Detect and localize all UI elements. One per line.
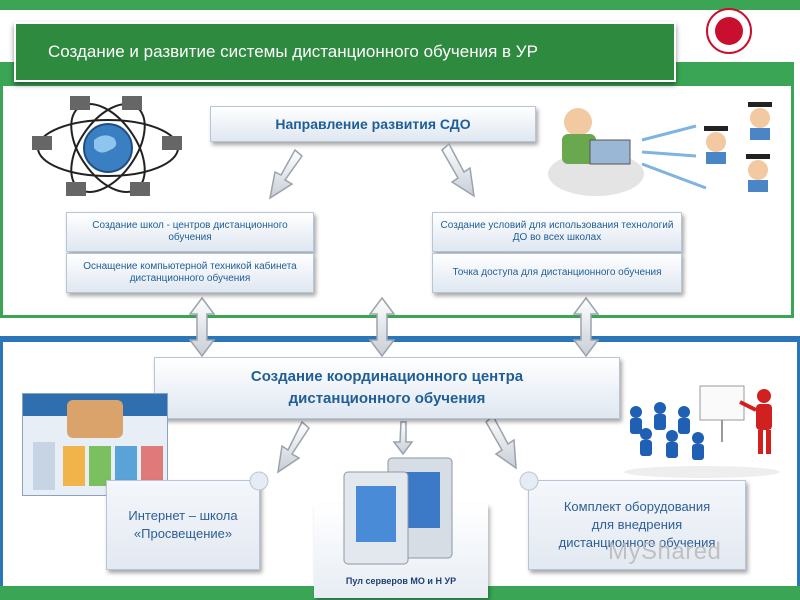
right-box-2-text: Точка доступа для дистанционного обучени… bbox=[452, 267, 662, 278]
left-box-1-text: Создание школ - центров дистанционного о… bbox=[92, 220, 288, 243]
top-green-strip bbox=[0, 0, 800, 10]
globe-network-icon bbox=[32, 96, 182, 196]
lower-blue-frame bbox=[0, 336, 800, 600]
distance-learning-illustration bbox=[548, 102, 772, 196]
watermark: MyShared bbox=[608, 538, 722, 565]
coordination-center-line-1: Создание координационного центра bbox=[250, 368, 524, 385]
equipment-kit-line-3: дистанционного обучения bbox=[558, 535, 716, 551]
left-box-2: Оснащение компьютерной техникой кабинета… bbox=[66, 253, 314, 293]
internet-school-box: Интернет – школа «Просвещение» bbox=[106, 480, 260, 570]
left-box-1: Создание школ - центров дистанционного о… bbox=[66, 212, 314, 252]
slide-title: Создание и развитие системы дистанционно… bbox=[48, 42, 538, 61]
server-towers-icon bbox=[343, 457, 453, 565]
equipment-kit-line-1: Комплект оборудования bbox=[563, 498, 711, 514]
connector-dot-left bbox=[249, 471, 269, 491]
connector-dot-right bbox=[519, 471, 539, 491]
coat-of-arms-icon bbox=[706, 8, 752, 54]
left-box-2-text: Оснащение компьютерной техникой кабинета… bbox=[83, 261, 297, 284]
right-box-1: Создание условий для использования техно… bbox=[432, 212, 682, 252]
development-direction-label: Направление развития СДО bbox=[275, 115, 471, 132]
development-direction-box: Направление развития СДО bbox=[210, 106, 536, 142]
slide-title-box: Создание и развитие системы дистанционно… bbox=[14, 22, 676, 82]
coordination-center-box: Создание координационного центра дистанц… bbox=[154, 357, 620, 419]
equipment-kit-box: Комплект оборудования для внедрения дист… bbox=[528, 480, 746, 570]
coordination-center-line-2: дистанционного обучения bbox=[288, 390, 486, 407]
internet-school-line-1: Интернет – школа bbox=[128, 507, 238, 523]
classroom-presentation-illustration bbox=[624, 385, 780, 478]
equipment-kit-line-2: для внедрения bbox=[591, 516, 683, 532]
servers-label: Пул серверов МО и Н УР bbox=[345, 576, 457, 586]
right-box-2: Точка доступа для дистанционного обучени… bbox=[432, 253, 682, 293]
servers-panel: Пул серверов МО и Н УР bbox=[314, 457, 488, 598]
right-box-1-text: Создание условий для использования техно… bbox=[440, 220, 674, 243]
internet-school-line-2: «Просвещение» bbox=[133, 526, 233, 541]
website-screenshot-image bbox=[22, 393, 168, 496]
